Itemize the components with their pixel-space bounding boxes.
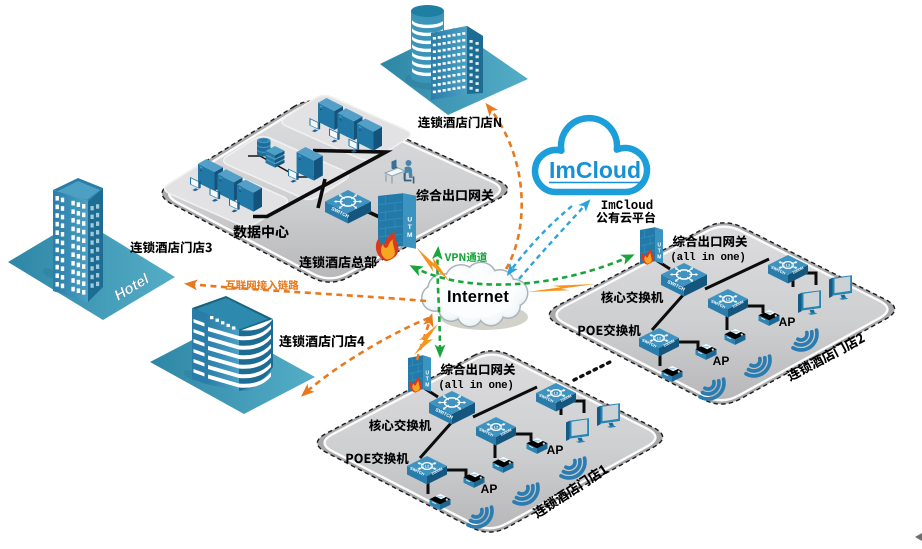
svg-text:AP: AP [779, 315, 796, 329]
svg-text:AP: AP [547, 443, 564, 457]
svg-text:(all in one): (all in one) [438, 380, 513, 392]
svg-text:(all in one): (all in one) [670, 252, 745, 264]
svg-text:AP: AP [481, 482, 498, 496]
svg-text:ImCloud: ImCloud [601, 199, 654, 213]
svg-text:AP: AP [713, 354, 730, 368]
svg-text:ImCloud: ImCloud [549, 157, 641, 183]
svg-text:Internet: Internet [447, 288, 509, 306]
